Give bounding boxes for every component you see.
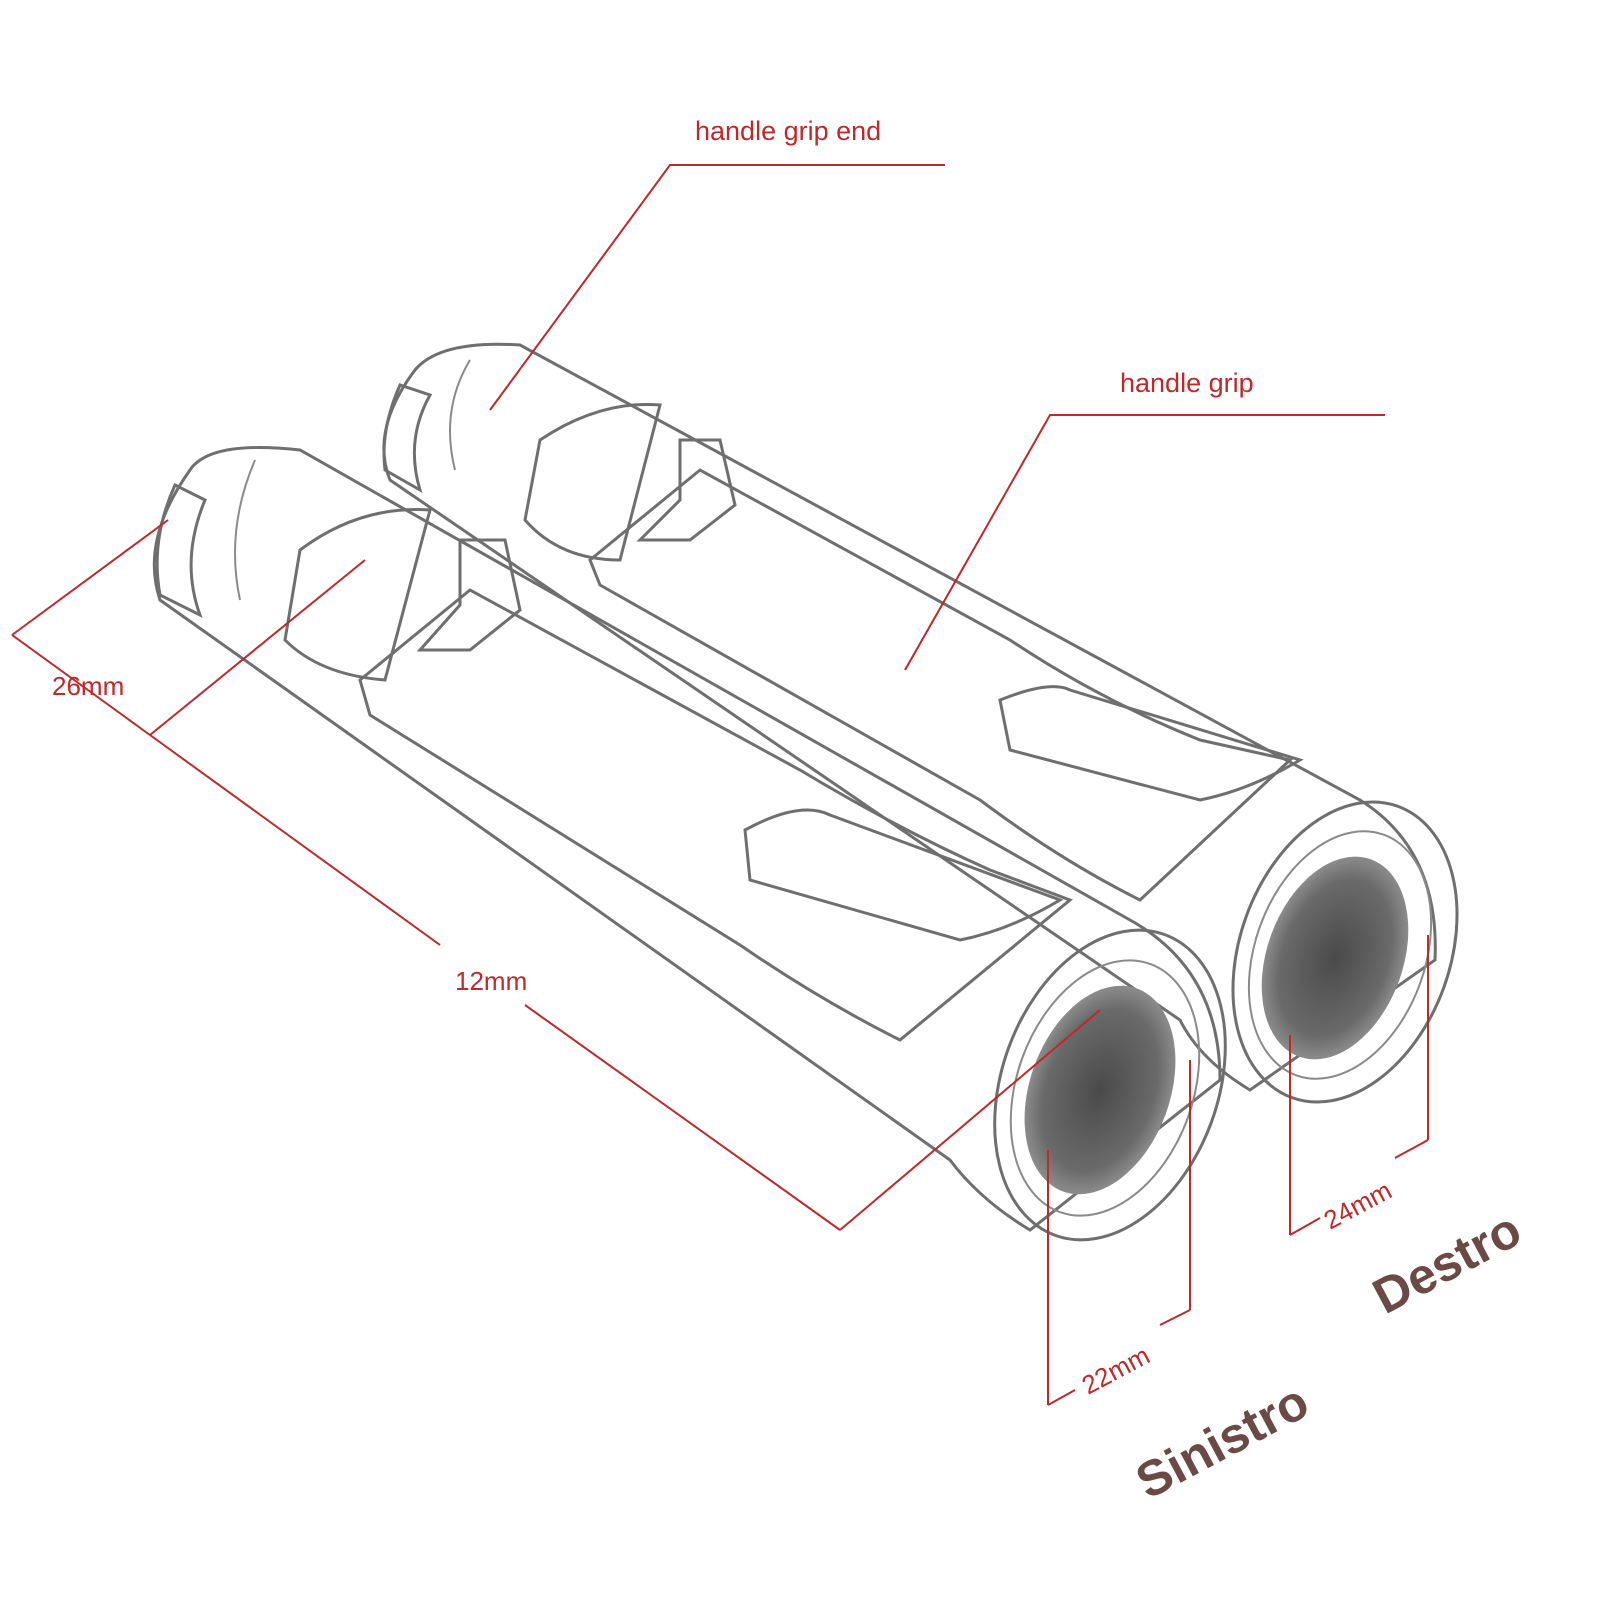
- grip-end-leader: [489, 164, 945, 411]
- left-grip-drawing: [152, 446, 1227, 1242]
- leader-lines: [11, 164, 1429, 1406]
- right-bore-label: 24mm: [1319, 1175, 1397, 1235]
- grip-leader: [904, 414, 1385, 671]
- length-label: 12mm: [455, 966, 527, 996]
- grip-end-label: handle grip end: [695, 116, 881, 146]
- left-bore-label: 22mm: [1077, 1340, 1155, 1400]
- grip-label: handle grip: [1120, 368, 1254, 398]
- left-side-label: Sinistro: [1127, 1373, 1318, 1510]
- right-grip-drawing: [382, 342, 1459, 1104]
- end-diameter-label: 26mm: [52, 671, 124, 701]
- right-side-label: Destro: [1364, 1201, 1530, 1325]
